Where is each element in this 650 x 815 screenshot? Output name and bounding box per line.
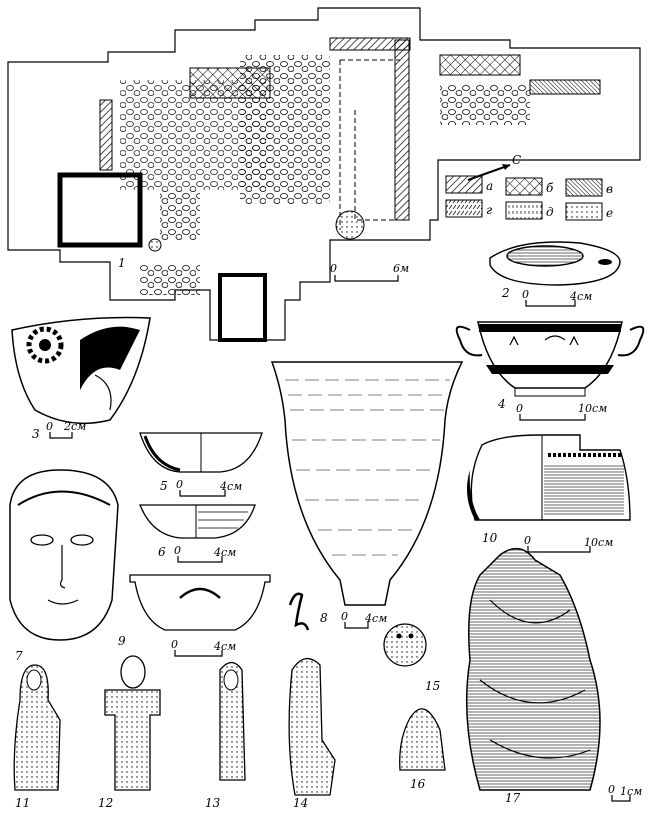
svg-text:0: 0 (516, 402, 523, 415)
svg-text:0: 0 (330, 262, 337, 275)
figurine-12: 12 (98, 655, 161, 810)
figurine-13: 13 (205, 661, 246, 810)
figure-number-4: 4 (497, 397, 506, 411)
plan-outline (7, 7, 641, 341)
svg-text:0: 0 (608, 783, 615, 796)
figure-number-16: 16 (410, 777, 426, 791)
svg-text:0: 0 (524, 534, 531, 547)
figure-number-8: 8 (320, 611, 328, 625)
figure-number-11: 11 (15, 796, 30, 810)
svg-text:0: 0 (46, 420, 53, 433)
svg-text:6м: 6м (393, 262, 409, 275)
oil-lamp: 2 0 4см (489, 241, 621, 307)
svg-text:0: 0 (174, 544, 181, 557)
object-16: 16 (399, 708, 446, 791)
svg-text:4см: 4см (569, 290, 592, 303)
figure-number-3: 3 (32, 427, 40, 441)
figure-number-14: 14 (293, 796, 308, 810)
figurine-11: 11 (13, 664, 61, 810)
site-plan: 1 0 6м (7, 7, 641, 342)
pendant-15: 15 (383, 623, 440, 693)
plan-scale-bar: 0 6м (330, 262, 409, 282)
figure-number-6: 6 (158, 545, 166, 559)
figure-number-10: 10 (482, 531, 498, 545)
svg-text:0: 0 (171, 638, 178, 651)
legend: а б в г д е (445, 175, 613, 221)
figure-number-2: 2 (501, 286, 510, 300)
jar-8: 8 0 4см (270, 361, 464, 629)
svg-text:0: 0 (176, 478, 183, 491)
figure-number-15: 15 (425, 679, 440, 693)
svg-text:0: 0 (341, 610, 348, 623)
bowl-5: 5 0 4см (139, 432, 263, 497)
svg-text:4см: 4см (219, 480, 242, 493)
figure-number-5: 5 (160, 479, 168, 493)
svg-text:0: 0 (522, 288, 529, 301)
figure-number-9: 9 (118, 634, 126, 648)
legend-v: в (606, 182, 613, 196)
vessel-10: 10 0 10см (466, 434, 631, 553)
figure-number-13: 13 (205, 796, 221, 810)
legend-d: д (546, 205, 554, 219)
svg-text:10см: 10см (578, 402, 607, 415)
painted-sherd: 3 0 2см (11, 316, 151, 441)
svg-text:2см: 2см (63, 420, 86, 433)
legend-a: а (486, 179, 493, 193)
figurine-14: 14 (288, 658, 336, 810)
figure-number-1: 1 (118, 256, 126, 270)
draped-statue-17: 17 0 1см (465, 547, 642, 805)
fibula-hook (288, 592, 310, 631)
bowl-6: 6 0 4см (139, 504, 256, 563)
legend-e: е (606, 206, 613, 220)
figure-number-17: 17 (505, 791, 521, 805)
svg-text:4см: 4см (213, 640, 236, 653)
north-label: С (512, 153, 521, 167)
basin-9: 9 0 4см (118, 574, 271, 657)
kantharos: 4 0 10см (455, 321, 645, 421)
svg-text:4см: 4см (364, 612, 387, 625)
legend-g: г (486, 203, 492, 217)
legend-b: б (546, 181, 554, 195)
svg-text:4см: 4см (213, 546, 236, 559)
figure-number-7: 7 (15, 649, 23, 663)
svg-text:1см: 1см (620, 785, 642, 798)
terracotta-face: 7 (9, 469, 119, 663)
figure-number-12: 12 (98, 796, 113, 810)
svg-text:10см: 10см (584, 536, 613, 549)
